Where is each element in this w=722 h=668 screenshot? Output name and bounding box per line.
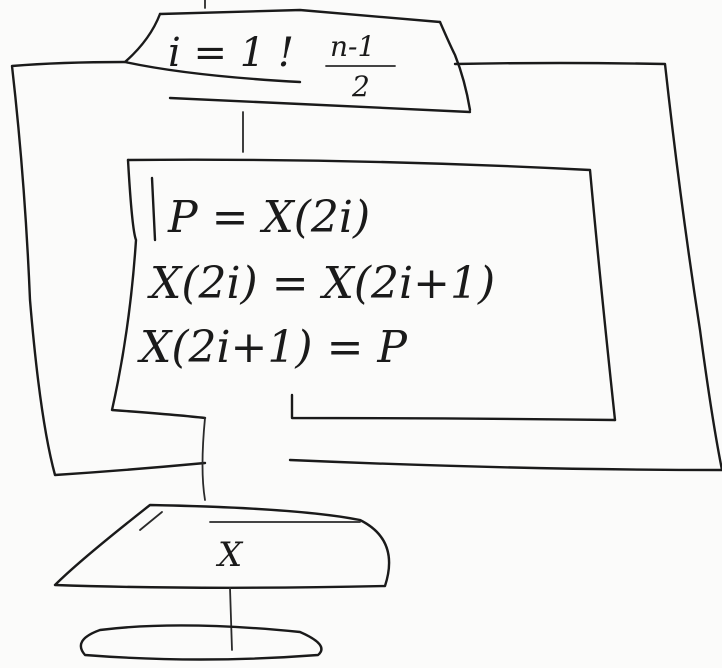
body-line-2: X(2i) = X(2i+1) [147, 258, 495, 309]
process-box [110, 158, 617, 422]
loop-header-fraction-denominator: 2 [351, 70, 370, 103]
body-line-1: P = X(2i) [167, 192, 370, 243]
connector-body-output [201, 417, 206, 501]
output-shape [53, 503, 391, 589]
loop-frame [10, 60, 722, 477]
connector-output-end [229, 587, 233, 651]
body-line-3: X(2i+1) = P [137, 322, 408, 373]
output-label: X [215, 535, 244, 575]
loop-header-label: i = 1 ! [168, 30, 294, 76]
terminator-shape [79, 624, 323, 661]
loop-header-shape [123, 0, 472, 114]
loop-header-fraction-numerator: n-1 [330, 30, 375, 63]
